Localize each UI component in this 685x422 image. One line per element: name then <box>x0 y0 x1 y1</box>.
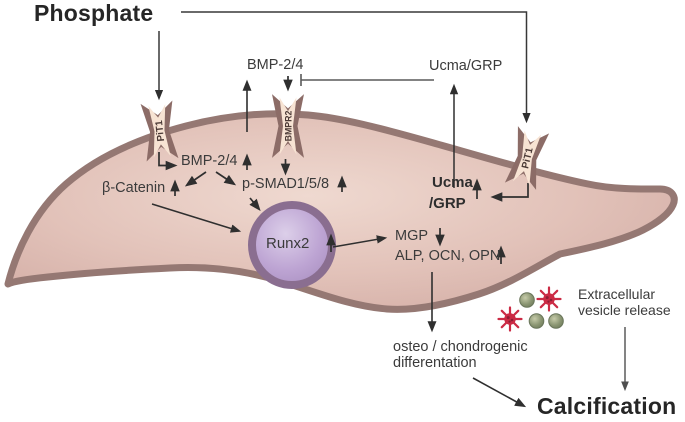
vesicle-sphere-icon <box>548 313 564 329</box>
vesicle-release-label-line1: Extracellular <box>578 286 656 302</box>
p-smad-label: p-SMAD1/5/8 <box>242 176 330 192</box>
arrow-pit1-right-to-ucma <box>490 183 529 202</box>
runx2-label: Runx2 <box>266 235 310 252</box>
arrow-differentiation-to-calcification <box>472 377 527 408</box>
vesicle-sphere-icon <box>528 313 545 329</box>
bmpr2-receptor: BMPR2 <box>272 94 304 158</box>
mgp-label: MGP <box>395 228 429 244</box>
vesicle-burst-icon <box>536 286 562 312</box>
arrow-psmad-to-nucleus <box>249 197 261 211</box>
cell-body <box>4 110 678 313</box>
arrow-bcatenin-to-nucleus <box>151 203 242 233</box>
arrow-runx2-to-mgp <box>332 235 388 248</box>
vesicle-burst-icon <box>497 306 523 332</box>
pathway-arrows <box>151 11 629 408</box>
ucma-intracellular-label-line1: Ucma <box>432 174 473 191</box>
alp-ocn-opn-label: ALP, OCN, OPN <box>395 248 501 264</box>
calcification-label: Calcification <box>537 393 677 419</box>
pit1-right-receptor: PiT1 <box>504 126 550 190</box>
arrow-bmp24-to-psmad <box>215 171 237 186</box>
ucma-grp-extracellular-label: Ucma/GRP <box>429 58 503 74</box>
ucma-intracellular-label-line2: /GRP <box>429 195 466 212</box>
beta-catenin-label: β-Catenin <box>102 180 166 196</box>
phosphate-label: Phosphate <box>34 0 154 26</box>
differentiation-label-line1: osteo / chondrogenic <box>393 339 528 355</box>
vesicle-release-label-line2: vesicle release <box>578 302 671 318</box>
bmp24-intracellular-label: BMP-2/4 <box>181 153 238 169</box>
arrow-phosphate-to-pit1-right <box>181 11 531 124</box>
pit1-left-receptor: PiT1 <box>140 100 179 162</box>
arrow-pit1-to-bmp24 <box>158 152 178 171</box>
pit1-right-label: PiT1 <box>520 146 536 169</box>
vesicle-sphere-icon <box>519 292 535 308</box>
bmpr2-label: BMPR2 <box>284 110 294 141</box>
extracellular-vesicles <box>497 286 564 332</box>
pit1-left-label: PiT1 <box>154 119 167 142</box>
inhibition-ucma-to-bmp24 <box>300 74 434 86</box>
arrow-bmp24-to-bcatenin <box>184 171 207 187</box>
differentiation-label-line2: differentation <box>393 355 477 371</box>
bmp24-extracellular-label: BMP-2/4 <box>247 57 304 73</box>
